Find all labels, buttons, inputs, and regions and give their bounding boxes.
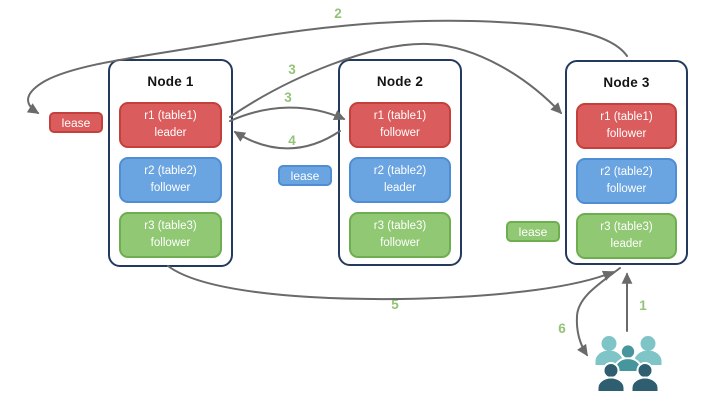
replica-name: r2 (table2): [373, 165, 427, 178]
node-3-replica-r1: r1 (table1) follower: [576, 103, 677, 149]
users-icon: [595, 336, 662, 393]
step-label-4: 4: [288, 133, 296, 148]
step-label-1: 1: [639, 298, 647, 313]
replica-name: r2 (table2): [600, 166, 653, 179]
step-label-2: 2: [334, 6, 342, 21]
replica-role: follower: [380, 127, 420, 139]
replica-name: r1 (table1): [144, 110, 197, 123]
replica-name: r3 (table3): [373, 220, 427, 233]
arrow-step-6-response: [575, 267, 621, 357]
replica-role: follower: [150, 237, 191, 249]
replica-name: r2 (table2): [144, 165, 197, 178]
node-1-replica-r3: r3 (table3) follower: [119, 212, 222, 258]
arrow-step-5-forward: [167, 265, 615, 301]
node-2-replica-r2: r2 (table2) leader: [349, 157, 451, 203]
node-3: Node 3 r1 (table1) follower r2 (table2) …: [565, 60, 688, 265]
node-3-title: Node 3: [603, 75, 650, 90]
replica-name: r3 (table3): [600, 221, 653, 234]
replica-name: r1 (table1): [373, 110, 427, 123]
node-1-replica-r1: r1 (table1) leader: [119, 102, 222, 148]
lease-badge-r3: lease: [506, 221, 560, 242]
lease-badge-r2: lease: [278, 165, 332, 186]
lease-badge-r1: lease: [49, 112, 103, 133]
replica-role: leader: [154, 127, 187, 139]
replica-role: follower: [380, 237, 420, 249]
node-3-replica-r2: r2 (table2) follower: [576, 158, 677, 204]
node-1-replica-r2: r2 (table2) follower: [119, 157, 222, 203]
replica-role: leader: [384, 182, 416, 194]
node-2-title: Node 2: [376, 74, 424, 89]
step-label-3a: 3: [288, 62, 296, 77]
step-label-5: 5: [391, 297, 399, 312]
step-label-3b: 3: [284, 90, 292, 105]
node-1: Node 1 r1 (table1) leader r2 (table2) fo…: [108, 59, 233, 267]
node-2: Node 2 r1 (table1) follower r2 (table2) …: [338, 59, 462, 266]
replica-name: r1 (table1): [600, 111, 653, 124]
node-1-title: Node 1: [147, 74, 194, 89]
arrow-step-3-replicate-node2: [229, 106, 346, 122]
replica-role: follower: [606, 128, 647, 140]
node-2-replica-r3: r3 (table3) follower: [349, 212, 451, 258]
replica-name: r3 (table3): [144, 220, 197, 233]
node-3-replica-r3: r3 (table3) leader: [576, 213, 677, 259]
step-label-6: 6: [558, 321, 566, 336]
node-2-replica-r1: r1 (table1) follower: [349, 102, 451, 148]
replica-role: follower: [150, 182, 191, 194]
replica-role: leader: [610, 238, 643, 250]
replica-role: follower: [606, 183, 647, 195]
